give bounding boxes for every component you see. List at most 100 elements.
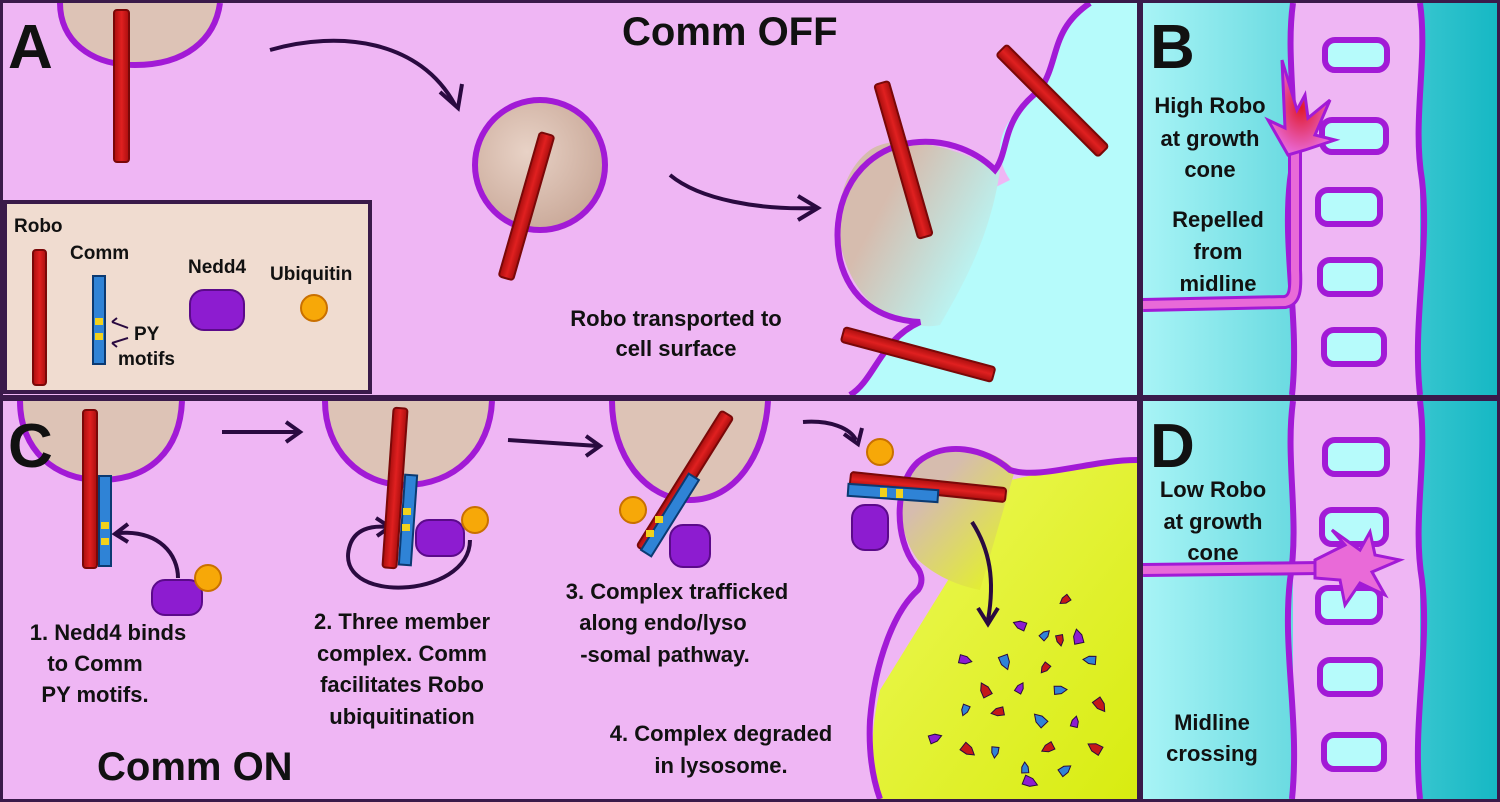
nedd4: [669, 524, 711, 568]
py-motif: [896, 489, 903, 498]
svg-text:3. Complex trafficked: 3. Complex trafficked: [566, 579, 789, 604]
protein-fragment: [1021, 761, 1030, 774]
protein-fragment: [1033, 713, 1049, 729]
panel-a: [3, 0, 1137, 398]
legend-nedd4: [189, 289, 245, 331]
protein-fragment: [980, 682, 993, 699]
legend-label-py: PY: [134, 324, 160, 345]
protein-fragment: [1013, 681, 1024, 695]
robo-rod: [840, 326, 996, 383]
svg-text:midline: midline: [1179, 271, 1256, 296]
legend-py-motif: [95, 318, 103, 325]
py-pointer: [111, 317, 129, 329]
py-motif: [101, 522, 109, 529]
panel-c: [3, 400, 1138, 801]
arrow-1-head: [438, 83, 464, 112]
arrow-bind: [117, 530, 180, 579]
protein-fragment: [1040, 661, 1052, 674]
arrow-c2-head: [584, 434, 604, 458]
protein-fragment: [1073, 628, 1085, 645]
caption-step2: 2. Three member complex. Comm facilitate…: [314, 609, 491, 729]
caption-high-robo: High Robo at growth cone: [1154, 93, 1265, 182]
svg-text:2. Three member: 2. Three member: [314, 609, 491, 634]
ubiquitin: [866, 438, 894, 466]
caption-transport: Robo transported to cell surface: [570, 306, 781, 361]
caption-crossing: Midline crossing: [1166, 710, 1258, 766]
panel-letter-c: C: [8, 412, 53, 481]
protein-fragment: [961, 703, 971, 717]
robo-rod: [873, 80, 934, 240]
svg-text:cone: cone: [1184, 157, 1235, 182]
midline-edge-right: [1414, 400, 1428, 800]
caption-repelled: Repelled from midline: [1172, 207, 1264, 296]
heading-comm-on: Comm ON: [97, 745, 293, 789]
legend-ubiquitin: [300, 294, 328, 322]
robo-rod: [82, 409, 98, 569]
svg-text:along endo/lyso: along endo/lyso: [579, 610, 746, 635]
caption-step3: 3. Complex trafficked along endo/lyso -s…: [566, 579, 789, 667]
protein-fragment: [1069, 715, 1079, 729]
svg-text:cone: cone: [1187, 540, 1238, 565]
caption-low-robo: Low Robo at growth cone: [1160, 477, 1266, 565]
vesicle-top: [57, 2, 223, 69]
growth-cone-crossing: [1313, 527, 1406, 609]
protein-fragment: [990, 706, 1005, 717]
arrow-c3-head: [842, 427, 864, 448]
arrow-2: [668, 173, 816, 211]
caption-step4: 4. Complex degraded in lysosome.: [610, 721, 833, 778]
protein-fragment: [959, 741, 976, 756]
svg-text:ubiquitination: ubiquitination: [329, 704, 474, 729]
degraded-fragments: [927, 593, 1106, 787]
arrow-ubiq: [346, 524, 472, 590]
legend-label-robo: Robo: [14, 216, 63, 237]
arrow-c1-head: [284, 420, 304, 444]
panel-letter-d: D: [1150, 412, 1195, 481]
arrow-c3: [802, 419, 858, 442]
py-motif: [101, 538, 109, 545]
arrow-c2: [507, 438, 599, 448]
robo-rod: [113, 9, 130, 163]
nedd4: [415, 519, 465, 557]
svg-text:High Robo: High Robo: [1154, 93, 1265, 118]
py-motif: [880, 488, 887, 497]
ubiquitin: [461, 506, 489, 534]
protein-fragment: [1038, 630, 1050, 642]
svg-text:from: from: [1194, 239, 1243, 264]
nedd4: [851, 504, 889, 551]
comm-rod: [397, 473, 419, 567]
legend-label-nedd4: Nedd4: [188, 257, 247, 278]
svg-text:4. Complex degraded: 4. Complex degraded: [610, 721, 833, 746]
ubiquitin: [194, 564, 222, 592]
svg-text:crossing: crossing: [1166, 741, 1258, 766]
protein-fragment: [1054, 634, 1064, 647]
robo-rod: [996, 44, 1109, 157]
caption-step1: 1. Nedd4 binds to Comm PY motifs.: [30, 620, 186, 707]
heading-comm-off: Comm OFF: [622, 10, 838, 54]
svg-text:1. Nedd4 binds: 1. Nedd4 binds: [30, 620, 186, 645]
protein-fragment: [1040, 740, 1056, 753]
robo-rod: [498, 131, 555, 281]
growth-cone-repelled: [1264, 59, 1341, 157]
py-motif: [646, 530, 654, 537]
protein-fragment: [1012, 620, 1028, 632]
py-motif: [402, 524, 410, 531]
svg-text:at growth: at growth: [1161, 126, 1260, 151]
arrow-c4-head: [976, 606, 1000, 628]
svg-text:Robo transported to: Robo transported to: [570, 306, 781, 331]
py-pointer: [111, 337, 129, 348]
glia-cells: [1315, 437, 1390, 772]
comm-rod: [98, 475, 112, 567]
protein-fragment: [1059, 593, 1072, 605]
svg-text:at growth: at growth: [1164, 509, 1263, 534]
arrow-2-head: [796, 194, 822, 222]
nedd4: [151, 579, 203, 616]
protein-fragment: [957, 654, 973, 665]
lysosome-membrane: [866, 446, 1138, 801]
protein-fragment: [1021, 774, 1039, 787]
protein-fragment: [1082, 655, 1097, 666]
py-motif: [655, 516, 663, 523]
legend-label-ubiquitin: Ubiquitin: [270, 264, 352, 285]
svg-text:complex. Comm: complex. Comm: [317, 641, 487, 666]
axon-d-core: [1142, 564, 1321, 574]
divider-horizontal: [0, 395, 1500, 401]
